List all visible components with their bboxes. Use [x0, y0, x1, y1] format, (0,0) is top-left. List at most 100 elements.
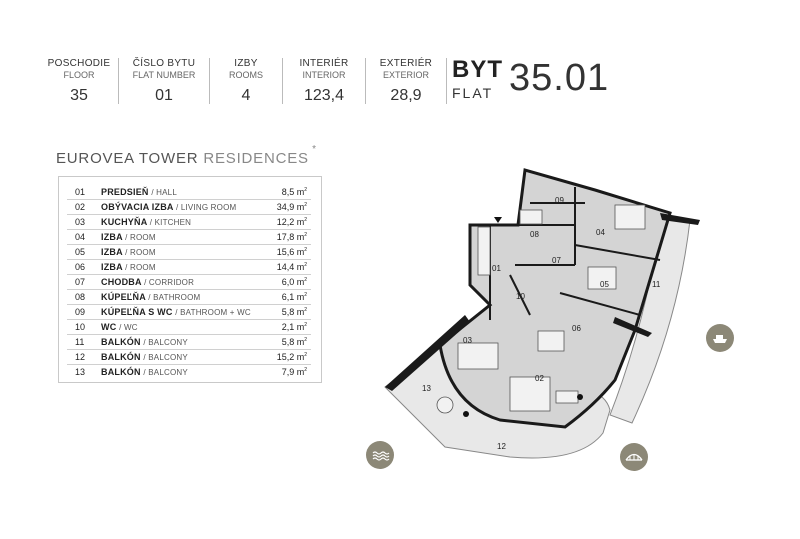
room-name-sk: PREDSIEŇ: [101, 187, 149, 197]
room-name-sk: KÚPEĽŇA S WC: [101, 307, 173, 317]
room-area-value: 8,5 m: [281, 187, 305, 197]
room-area-unit: 2: [304, 232, 307, 238]
room-area-unit: 2: [304, 187, 307, 193]
room-name: KÚPEĽŇA / BATHROOM: [101, 292, 200, 302]
room-area-unit: 2: [304, 322, 307, 328]
wardrobe-hall: [477, 226, 491, 276]
stat-label-en: EXTERIOR: [382, 70, 429, 80]
room-area-value: 15,2 m: [276, 352, 305, 362]
room-number: 03: [75, 217, 86, 227]
room-number: 05: [75, 247, 86, 257]
room-area-unit: 2: [304, 352, 307, 358]
flat-title: BYT FLAT 35.01: [452, 56, 609, 104]
plan-label-06: 06: [572, 324, 581, 333]
column: [463, 411, 469, 417]
room-area: 5,8 m2: [282, 337, 307, 347]
stat-label: EXTERIÉR: [379, 58, 433, 69]
stat-label: ČÍSLO BYTU: [132, 58, 196, 69]
flat-label-sk: BYT: [452, 56, 503, 83]
room-area-value: 6,0 m: [281, 277, 305, 287]
bed-04: [614, 204, 646, 230]
room-name-en: / LIVING ROOM: [175, 203, 237, 212]
room-name: OBÝVACIA IZBA / LIVING ROOM: [101, 202, 236, 212]
stat-rooms: IZBY ROOMS 4: [210, 58, 283, 104]
plan-label-01: 01: [492, 264, 501, 273]
flat-label-en: FLAT: [452, 85, 494, 101]
wall-left: [385, 315, 470, 391]
ship-view-icon-glyph: [713, 335, 727, 343]
room-area: 34,9 m2: [277, 202, 307, 212]
stat-label: IZBY: [234, 58, 258, 69]
tower-title: EUROVEA TOWER RESIDENCES *: [56, 144, 316, 167]
tower-title-main: EUROVEA TOWER: [56, 150, 199, 167]
room-name: KUCHYŇA / KITCHEN: [101, 217, 191, 227]
ship-view-icon[interactable]: [706, 324, 734, 352]
room-area-value: 2,1 m: [281, 322, 305, 332]
room-area: 15,6 m2: [277, 247, 307, 257]
stat-value: 35: [70, 87, 88, 104]
room-name-sk: BALKÓN: [101, 337, 141, 347]
wall-partition: [509, 274, 531, 316]
stat-label-en: FLOOR: [63, 70, 95, 80]
balcony-table: [436, 396, 454, 414]
bathtub: [519, 209, 543, 225]
room-name-en: / HALL: [151, 188, 177, 197]
room-name-sk: IZBA: [101, 232, 123, 242]
wall-partition: [559, 292, 641, 316]
stat-value: 01: [155, 87, 173, 104]
room-area-unit: 2: [304, 307, 307, 313]
room-area: 5,8 m2: [282, 307, 307, 317]
room-area-value: 15,6 m: [276, 247, 305, 257]
stat-label: POSCHODIE: [47, 58, 111, 69]
wall-mid-right: [613, 317, 652, 337]
stat-interior: INTERIÉR INTERIOR 123,4: [283, 58, 366, 104]
room-number: 09: [75, 307, 86, 317]
plan-label-02: 02: [535, 374, 544, 383]
bridge-view-icon[interactable]: [620, 443, 648, 471]
room-name: IZBA / ROOM: [101, 232, 156, 242]
room-name-sk: KUCHYŇA: [101, 217, 148, 227]
water-view-icon[interactable]: [366, 441, 394, 469]
room-name-sk: KÚPEĽŇA: [101, 292, 146, 302]
room-area-unit: 2: [304, 262, 307, 268]
room-number: 11: [75, 337, 85, 347]
plan-label-11: 11: [652, 280, 661, 289]
room-name: BALKÓN / BALCONY: [101, 367, 188, 377]
room-name-sk: OBÝVACIA IZBA: [101, 202, 174, 212]
sofa: [509, 376, 551, 412]
stat-label-en: FLAT NUMBER: [132, 70, 196, 80]
room-name: CHODBA / CORRIDOR: [101, 277, 194, 287]
tower-title-light: RESIDENCES: [203, 150, 309, 167]
room-name: BALKÓN / BALCONY: [101, 352, 188, 362]
room-area-value: 34,9 m: [276, 202, 305, 212]
room-area-unit: 2: [304, 202, 307, 208]
room-area-value: 17,8 m: [276, 232, 305, 242]
room-name-en: / ROOM: [125, 248, 156, 257]
room-number: 07: [75, 277, 86, 287]
room-name-sk: IZBA: [101, 247, 123, 257]
column: [577, 394, 583, 400]
room-area-unit: 2: [304, 247, 307, 253]
floor-plan: 01 02 03 04 05 06 07 08 09 10 11 12 13: [384, 168, 700, 459]
stat-value: 28,9: [390, 87, 422, 104]
plan-label-12: 12: [497, 442, 506, 451]
room-name-en: / BALCONY: [143, 368, 188, 377]
wall-partition: [574, 244, 661, 261]
room-area-value: 12,2 m: [276, 217, 305, 227]
room-number: 04: [75, 232, 86, 242]
room-area: 6,1 m2: [282, 292, 307, 302]
room-area-value: 5,8 m: [281, 307, 305, 317]
room-area: 15,2 m2: [277, 352, 307, 362]
coffee-table: [555, 390, 579, 404]
plan-label-09: 09: [555, 196, 564, 205]
water-view-icon-glyph: [372, 451, 390, 461]
bed-05: [587, 266, 617, 290]
room-number: 12: [75, 352, 86, 362]
room-name: IZBA / ROOM: [101, 247, 156, 257]
